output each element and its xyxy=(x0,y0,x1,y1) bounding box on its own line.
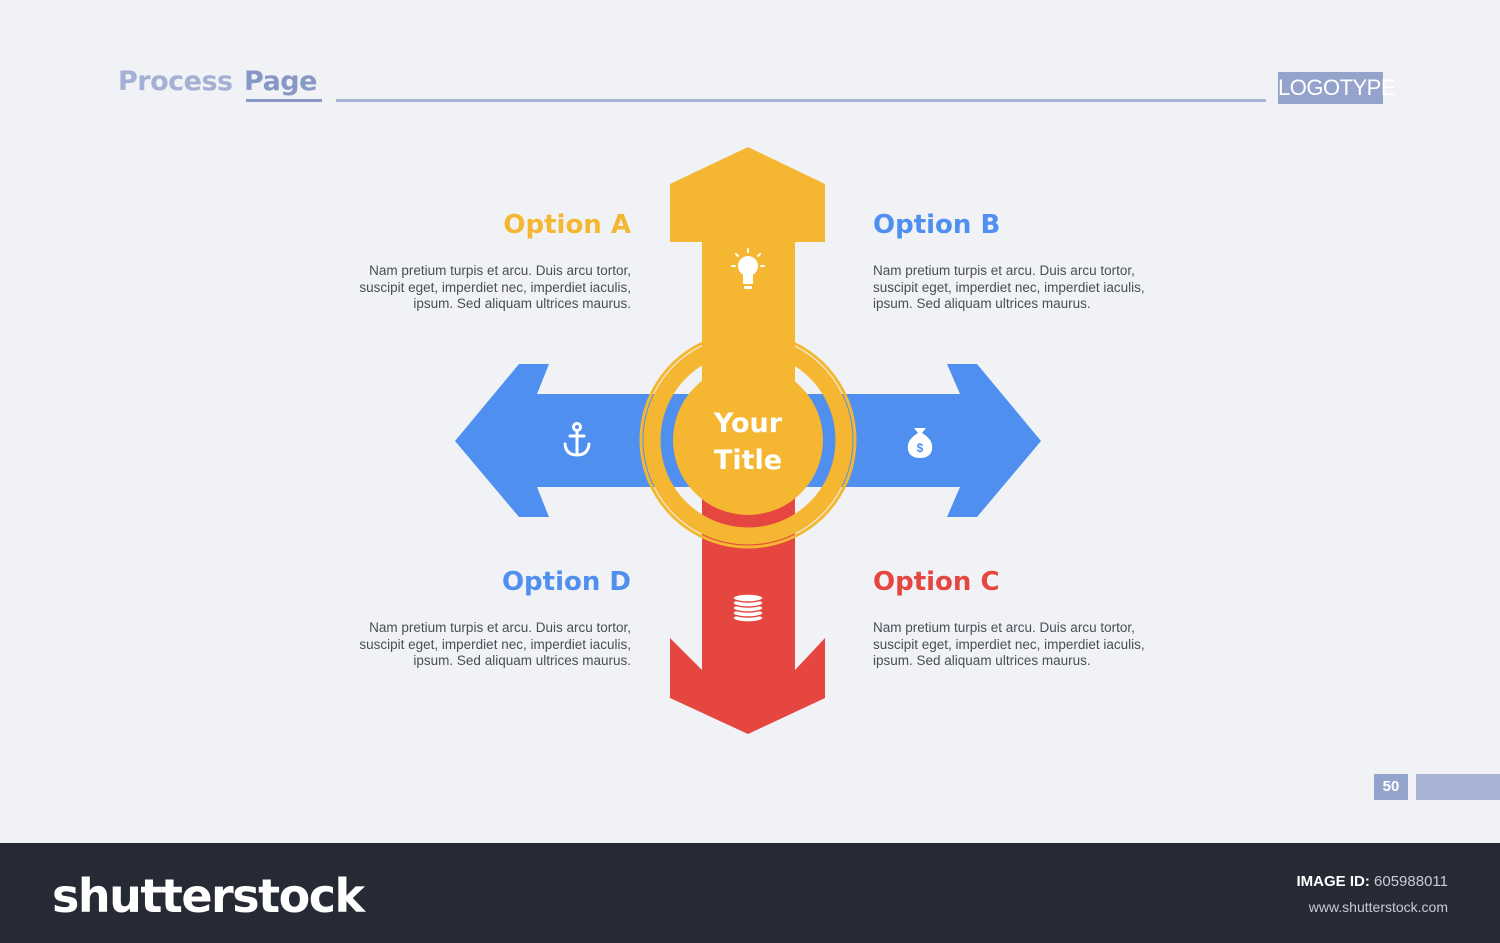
footer-image-id-value: 605988011 xyxy=(1374,873,1448,890)
money-bag-icon: $ xyxy=(907,428,933,458)
anchor-icon xyxy=(563,422,591,457)
center-title-line2: Title xyxy=(713,445,783,476)
center-circle xyxy=(673,365,823,515)
option-c-body: Nam pretium turpis et arcu. Duis arcu to… xyxy=(873,620,1145,669)
option-a-body: Nam pretium turpis et arcu. Duis arcu to… xyxy=(359,263,631,312)
page-number: 50 xyxy=(1374,774,1408,800)
lightbulb-icon xyxy=(731,248,765,289)
footer-url: www.shutterstock.com xyxy=(1308,899,1448,915)
option-b-title: Option B xyxy=(873,210,1001,240)
cross-arrows-diagram: $ xyxy=(455,147,1041,734)
logotype-badge: LOGOTYPE xyxy=(1278,72,1396,104)
footer-image-id-label: IMAGE ID: xyxy=(1296,873,1370,890)
header-rule xyxy=(336,99,1266,102)
title-underline xyxy=(246,99,322,102)
option-b-body: Nam pretium turpis et arcu. Duis arcu to… xyxy=(873,263,1145,312)
coins-icon xyxy=(732,593,764,623)
option-d-body: Nam pretium turpis et arcu. Duis arcu to… xyxy=(359,620,631,669)
footer-image-id: IMAGE ID: 605988011 xyxy=(1297,873,1448,890)
footer-brand-logo: shutterstock xyxy=(52,869,365,923)
option-c-title: Option C xyxy=(873,567,1000,597)
option-d-title: Option D xyxy=(501,567,631,597)
footer-bar: shutterstock IMAGE ID: 605988011 www.shu… xyxy=(0,843,1500,943)
center-title-line1: Your xyxy=(713,408,783,439)
center-title: Your Title xyxy=(672,405,824,479)
slide: Process Page LOGOTYPE xyxy=(118,66,1500,800)
option-a-title: Option A xyxy=(503,210,631,240)
svg-text:$: $ xyxy=(917,441,924,455)
page-title-page: Page xyxy=(244,66,317,97)
page-number-bar xyxy=(1416,774,1500,800)
page-title-process: Process xyxy=(118,66,233,97)
